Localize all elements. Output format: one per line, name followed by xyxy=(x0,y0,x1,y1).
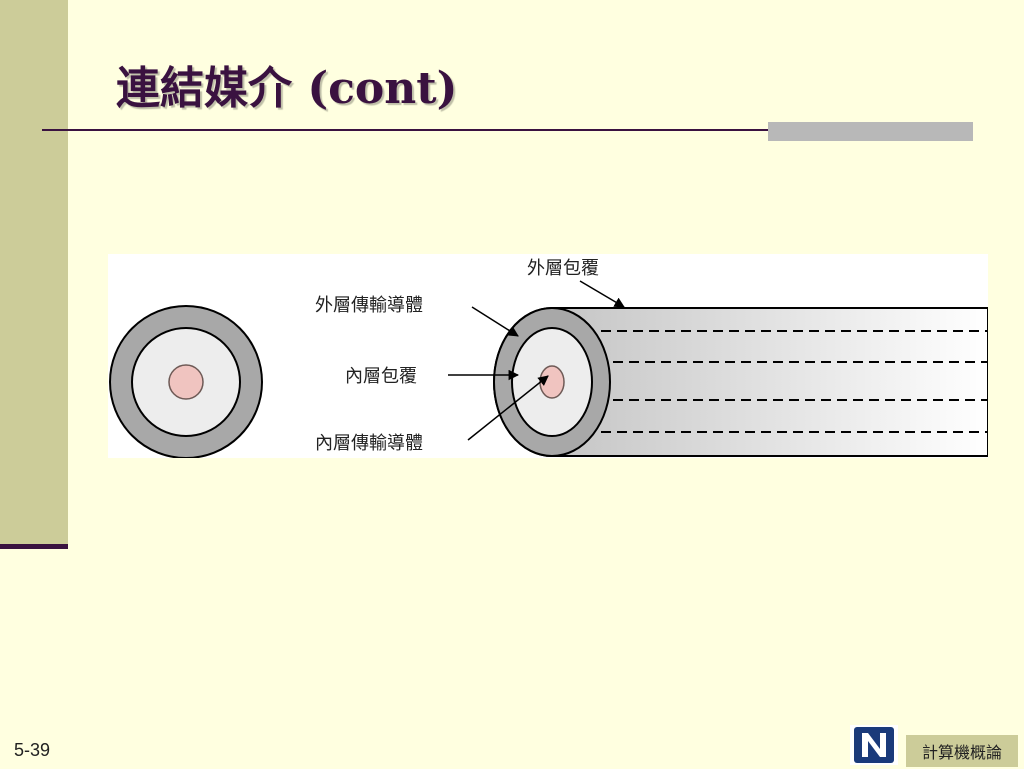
leader-outer-jacket xyxy=(579,280,625,308)
course-badge: 計算機概論 xyxy=(906,735,1018,767)
slide-title: 連結媒介 (cont) xyxy=(116,63,458,114)
page-number: 5-39 xyxy=(14,740,51,760)
leader-inner-conductor xyxy=(467,375,549,441)
title-underline xyxy=(42,129,972,131)
title-underline-accent xyxy=(768,122,973,141)
label-outer-conductor: 外層傳輸導體 xyxy=(315,295,423,316)
left-sidebar xyxy=(0,0,68,548)
sidebar-rule xyxy=(0,544,68,549)
label-inner-insulation: 內層包覆 xyxy=(345,366,417,387)
leader-outer-conductor xyxy=(471,306,519,337)
label-outer-jacket: 外層包覆 xyxy=(527,258,599,279)
label-inner-conductor: 內層傳輸導體 xyxy=(315,433,423,454)
coax-diagram: 外層包覆 外層傳輸導體 內層包覆 內層傳輸導體 xyxy=(108,254,988,458)
coaxial-cross-section-icon xyxy=(109,305,263,458)
coaxial-cable-side-view-icon xyxy=(493,307,988,457)
logo-n-icon xyxy=(850,725,898,765)
